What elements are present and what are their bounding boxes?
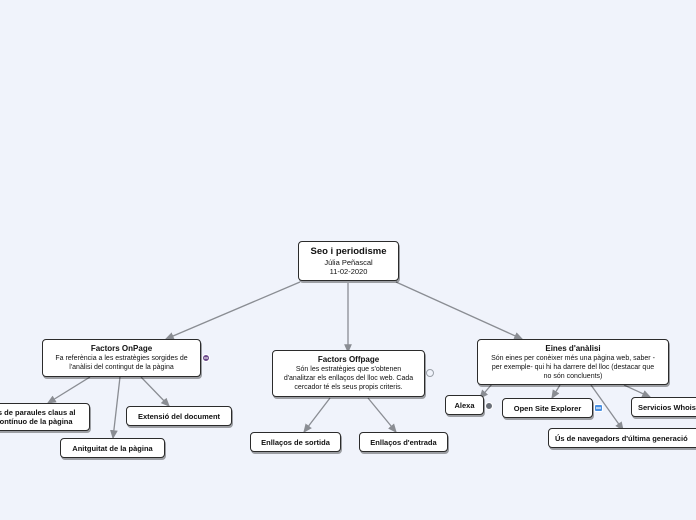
- branch-description-line: d'analitzar els enllaços del lloc web. C…: [283, 375, 414, 382]
- leaf-navegadors[interactable]: Ús de navegadors d'última generació: [548, 428, 696, 448]
- root-title: Seo i periodisme: [310, 245, 387, 257]
- branch-description-line: l'anàlisi del contingut de la pàgina: [69, 364, 174, 371]
- branch-factors-offpage[interactable]: Factors Offpage Són les estratègies que …: [272, 350, 425, 397]
- leaf-label: Enllaços de sortida: [261, 437, 330, 447]
- leaf-paraules-claus[interactable]: Ús de paraules claus al contínuo de la p…: [0, 403, 90, 431]
- dot-badge-icon[interactable]: [485, 402, 493, 410]
- connector-root-to-onpage: [164, 281, 301, 340]
- branch-title: Factors OnPage: [90, 344, 153, 353]
- ellipsis-badge-icon[interactable]: [202, 354, 210, 362]
- branch-description-line: Fa referència a les estratègies sorgides…: [55, 355, 188, 362]
- connector-eines-to-whois: [623, 384, 652, 398]
- branch-factors-onpage[interactable]: Factors OnPage Fa referència a les estra…: [42, 339, 201, 377]
- root-date: 11-02-2020: [329, 267, 368, 276]
- connector-onpage-to-extensio: [140, 376, 170, 407]
- connector-eines-to-ose: [551, 384, 561, 400]
- leaf-label: Ús de paraules claus al contínuo de la p…: [0, 408, 76, 426]
- connector-onpage-to-antiguitat: [110, 376, 121, 440]
- leaf-enllacos-sortida[interactable]: Enllaços de sortida: [250, 432, 341, 452]
- leaf-open-site-explorer[interactable]: Open Site Explorer: [502, 398, 593, 418]
- connector-offpage-to-entrada: [367, 397, 397, 434]
- leaf-label: Extensió del document: [137, 411, 221, 421]
- branch-eines-analisi[interactable]: Eines d'anàlisi Són eines per conèixer m…: [477, 339, 669, 385]
- link-badge-icon[interactable]: [594, 404, 603, 412]
- connector-offpage-to-sortida: [303, 397, 331, 434]
- leaf-label: Alexa: [454, 400, 475, 410]
- leaf-label: Enllaços d'entrada: [370, 437, 437, 447]
- branch-description-line: Són les estratègies que s'obtenen: [295, 366, 402, 373]
- leaf-extensio-document[interactable]: Extensió del document: [126, 406, 232, 426]
- connector-eines-to-navegadors: [590, 384, 624, 432]
- branch-description-line: no són concluents): [543, 372, 603, 380]
- leaf-alexa[interactable]: Alexa: [445, 395, 484, 415]
- leaf-enllacos-entrada[interactable]: Enllaços d'entrada: [359, 432, 448, 452]
- connector-root-to-eines: [395, 281, 524, 340]
- branch-description-line: per exemple- qui hi ha darrere del lloc …: [491, 363, 655, 371]
- leaf-label: Ús de navegadors d'última generació: [555, 433, 688, 443]
- leaf-label: Servicios Whois: [638, 402, 696, 412]
- branch-description-line: Són eines per conèixer més una pàgina we…: [491, 354, 655, 362]
- refresh-badge-icon[interactable]: [426, 369, 434, 377]
- leaf-servicios-whois[interactable]: Servicios Whois: [631, 397, 696, 417]
- connector-onpage-to-paraules: [46, 376, 91, 404]
- branch-description-line: cercador té els seus propis criteris.: [294, 384, 403, 391]
- leaf-label: Anitguitat de la pàgina: [72, 443, 153, 453]
- leaf-label: Open Site Explorer: [513, 403, 582, 413]
- leaf-antiguitat-pagina[interactable]: Anitguitat de la pàgina: [60, 438, 165, 458]
- branch-title: Eines d'anàlisi: [545, 343, 601, 353]
- branch-title: Factors Offpage: [317, 355, 380, 364]
- root-author: Júlia Peñascal: [324, 257, 373, 267]
- root-node[interactable]: Seo i periodisme Júlia Peñascal 11-02-20…: [298, 241, 399, 281]
